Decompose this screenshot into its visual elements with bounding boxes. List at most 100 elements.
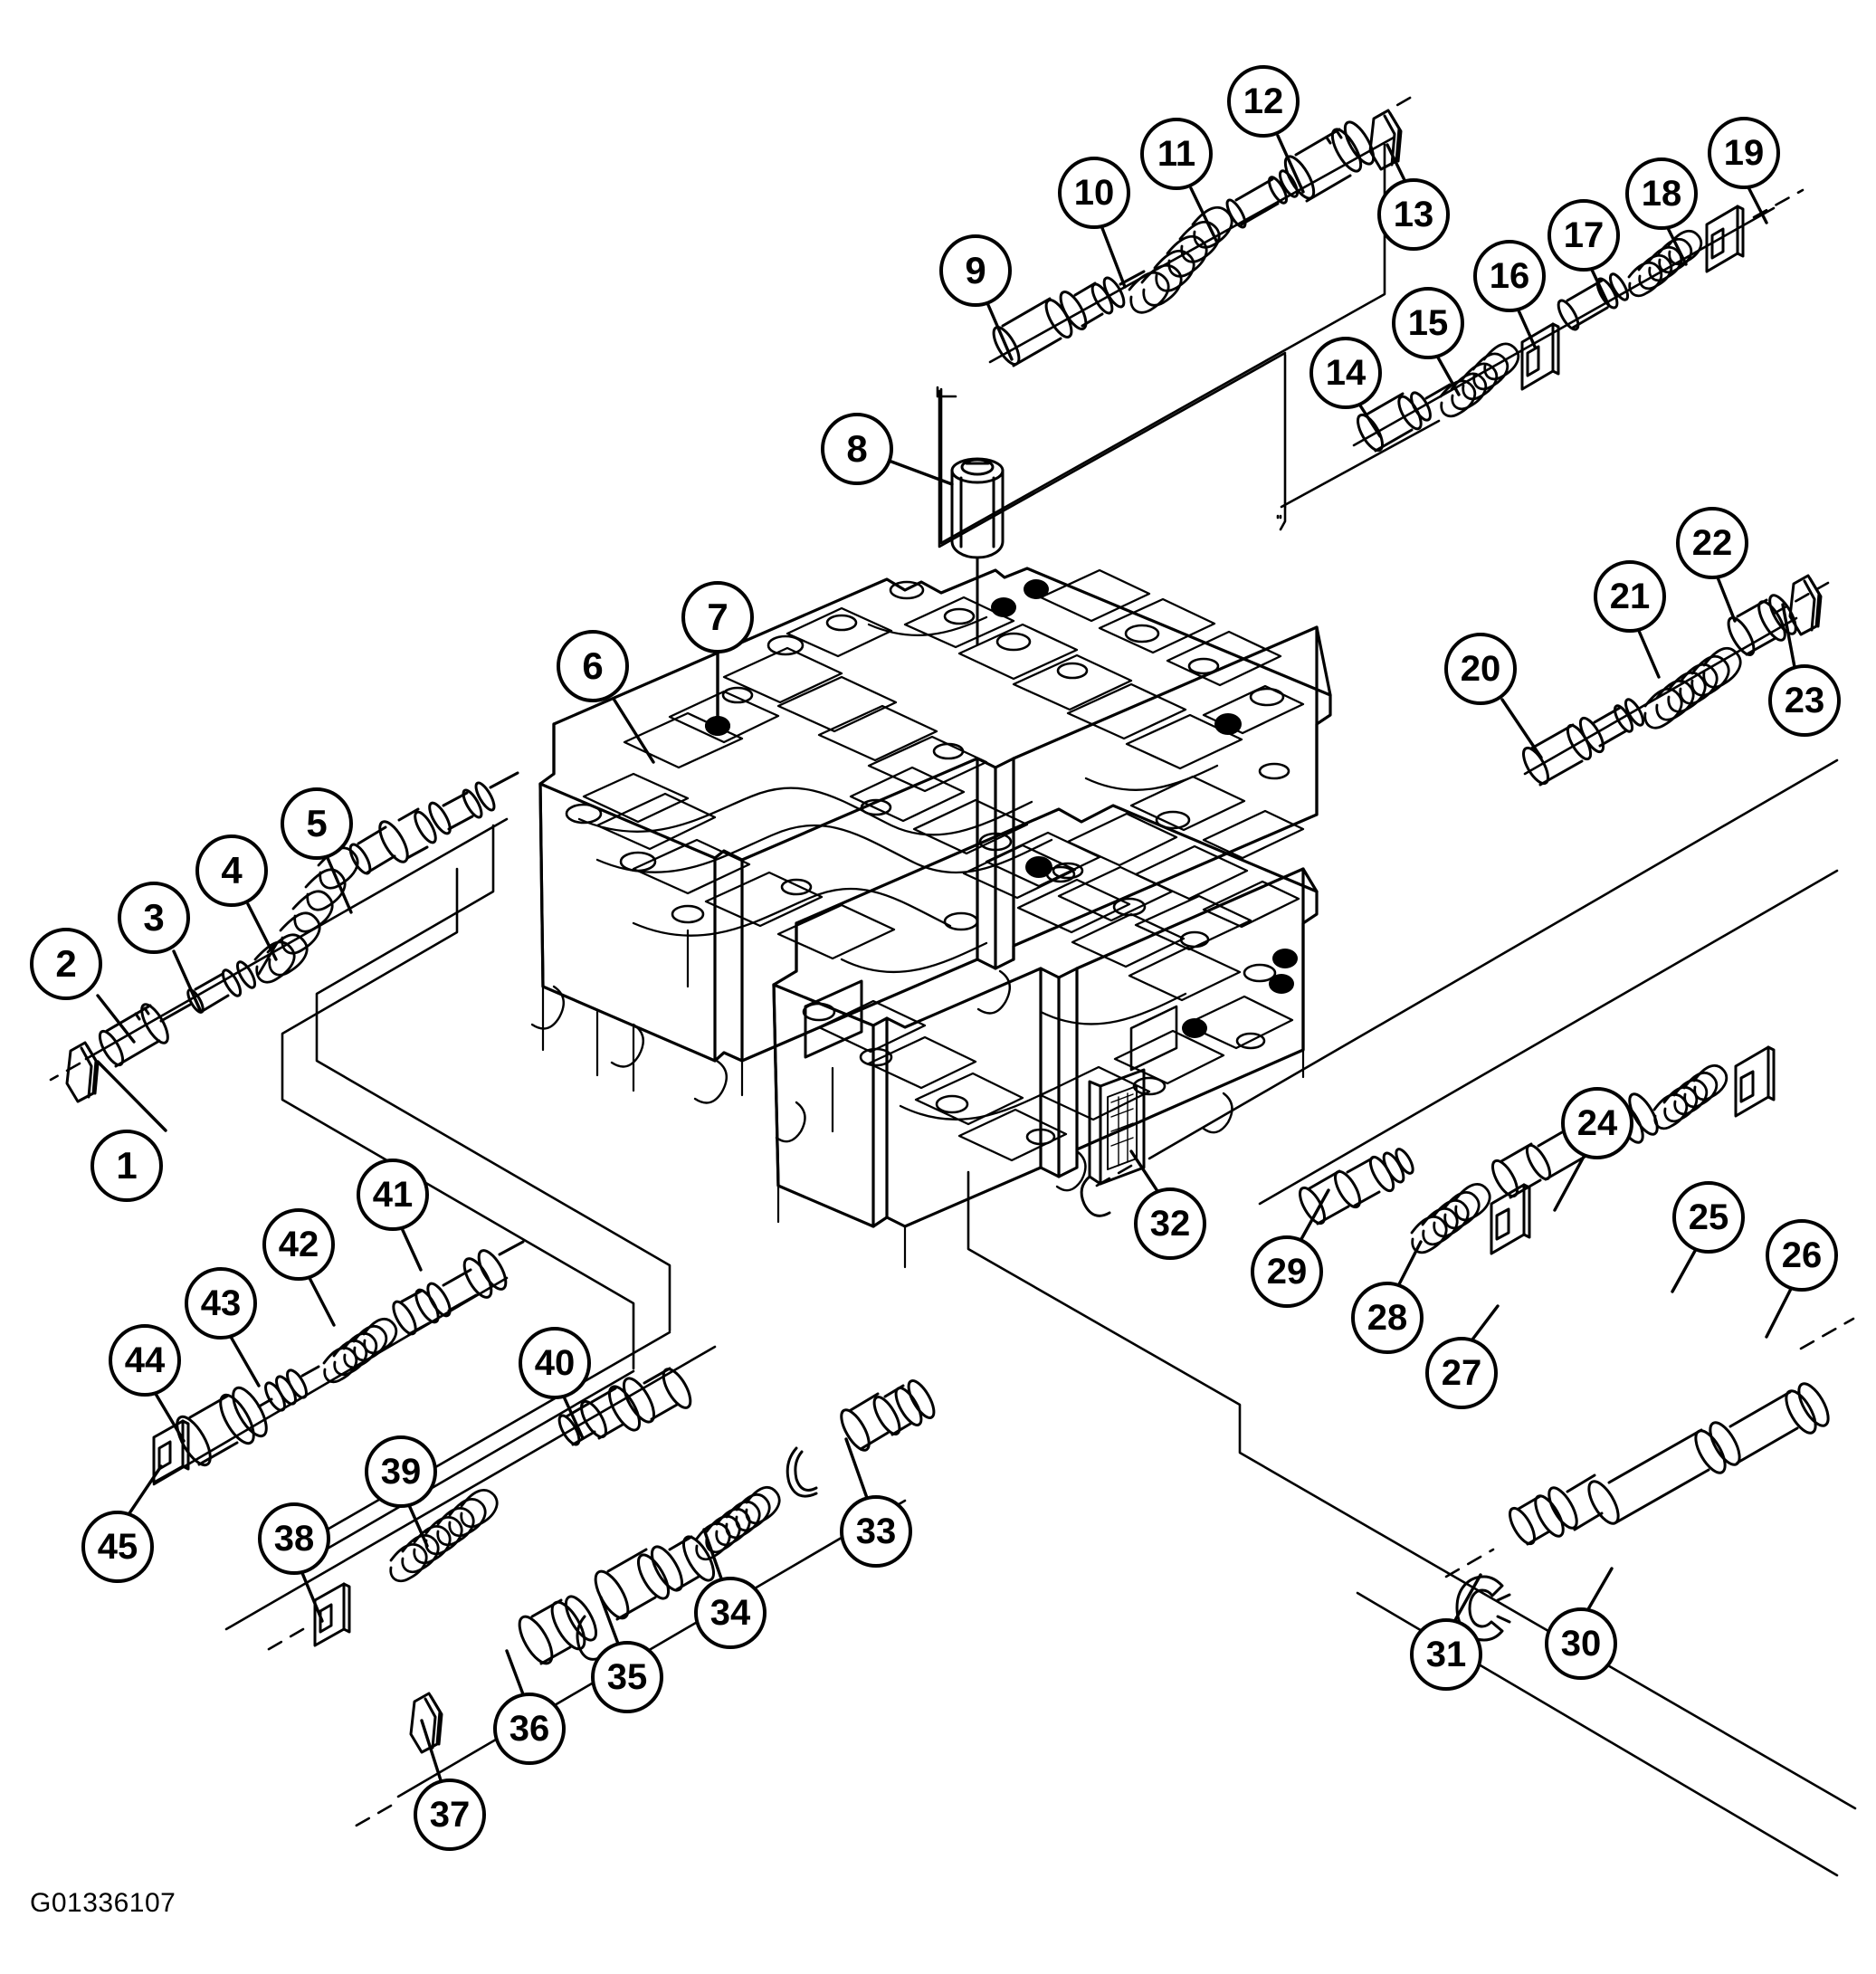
callout-5[interactable]: 5 [281, 787, 353, 860]
part-43-valve-spool [257, 1365, 320, 1412]
callout-number: 29 [1266, 1252, 1308, 1292]
callout-30[interactable]: 30 [1545, 1607, 1617, 1680]
callout-number: 40 [534, 1343, 576, 1383]
callout-number: 27 [1441, 1353, 1482, 1393]
callout-number: 19 [1723, 133, 1765, 173]
part-12-bore-plug [1283, 120, 1376, 203]
callout-number: 38 [273, 1519, 315, 1559]
callout-number: 3 [143, 896, 165, 939]
part-group-30-31 [1455, 1382, 1830, 1642]
callout-36[interactable]: 36 [493, 1693, 566, 1765]
part-23-retainer-clip [1788, 574, 1823, 636]
callout-6[interactable]: 6 [557, 630, 629, 702]
callout-number: 30 [1560, 1624, 1602, 1664]
part-22-bore-plug [1727, 594, 1797, 656]
callout-13[interactable]: 13 [1377, 178, 1450, 251]
callout-33[interactable]: 33 [840, 1495, 912, 1568]
callout-34[interactable]: 34 [694, 1577, 767, 1649]
part-8-filter-plug [950, 457, 1005, 646]
callout-19[interactable]: 19 [1708, 117, 1780, 189]
callout-number: 18 [1641, 174, 1682, 214]
callout-22[interactable]: 22 [1676, 507, 1748, 579]
callout-number: 41 [372, 1175, 414, 1215]
upper-plate-bolt-holes [565, 580, 1290, 931]
callout-29[interactable]: 29 [1251, 1235, 1323, 1308]
callout-17[interactable]: 17 [1547, 199, 1620, 272]
part-27-separator-plate [1490, 1183, 1531, 1255]
callout-12[interactable]: 12 [1227, 65, 1300, 138]
callout-39[interactable]: 39 [365, 1435, 437, 1508]
callout-40[interactable]: 40 [519, 1327, 591, 1399]
callout-7[interactable]: 7 [681, 581, 754, 653]
callout-32[interactable]: 32 [1134, 1187, 1206, 1260]
part-2-bore-plug [98, 1003, 169, 1068]
part-45-separator-plate [152, 1419, 190, 1484]
callout-number: 6 [582, 644, 604, 687]
callout-3[interactable]: 3 [118, 882, 190, 954]
part-10-coil-spring [1128, 205, 1233, 314]
part-38-separator-plate [313, 1582, 351, 1647]
callout-number: 17 [1563, 215, 1605, 255]
callout-number: 43 [200, 1283, 242, 1323]
callout-24[interactable]: 24 [1561, 1087, 1633, 1159]
callout-31[interactable]: 31 [1410, 1618, 1482, 1691]
callout-number: 8 [846, 427, 868, 470]
callout-37[interactable]: 37 [414, 1779, 486, 1851]
callout-41[interactable]: 41 [357, 1159, 429, 1231]
callout-16[interactable]: 16 [1473, 240, 1546, 312]
callout-35[interactable]: 35 [591, 1641, 663, 1713]
callout-number: 10 [1073, 173, 1115, 213]
callout-15[interactable]: 15 [1392, 287, 1464, 359]
callout-1[interactable]: 1 [90, 1130, 163, 1202]
part-32-screen-filter [1080, 1068, 1146, 1217]
callout-2[interactable]: 2 [30, 928, 102, 1000]
casting-skirt-ribs [530, 969, 1233, 1192]
callout-42[interactable]: 42 [262, 1208, 335, 1281]
part-37-retainer-clip [409, 1692, 443, 1754]
callout-28[interactable]: 28 [1351, 1282, 1424, 1354]
callout-number: 45 [97, 1527, 138, 1567]
callout-14[interactable]: 14 [1309, 337, 1382, 409]
part-group-41-45 [152, 1240, 525, 1484]
callout-number: 9 [965, 249, 986, 291]
callout-number: 37 [429, 1795, 471, 1835]
callout-43[interactable]: 43 [185, 1267, 257, 1340]
callout-4[interactable]: 4 [195, 834, 268, 907]
part-16-separator-plate [1520, 322, 1560, 391]
callout-number: 5 [306, 802, 328, 844]
part-6-7-markers [705, 716, 730, 736]
callout-18[interactable]: 18 [1625, 157, 1698, 230]
callout-23[interactable]: 23 [1768, 664, 1841, 737]
callout-45[interactable]: 45 [81, 1511, 154, 1583]
callout-20[interactable]: 20 [1444, 633, 1517, 705]
callout-number: 35 [606, 1657, 648, 1697]
callout-9[interactable]: 9 [939, 234, 1012, 307]
valve-body-casting [538, 567, 1332, 1228]
callout-27[interactable]: 27 [1425, 1337, 1498, 1409]
callout-number: 28 [1367, 1298, 1408, 1338]
callout-number: 36 [509, 1709, 550, 1749]
part-41-valve-spool [392, 1240, 525, 1336]
callout-21[interactable]: 21 [1594, 560, 1666, 633]
callout-number: 31 [1425, 1635, 1467, 1674]
callout-44[interactable]: 44 [109, 1324, 181, 1397]
callout-number: 23 [1784, 681, 1825, 720]
part-42-coil-spring [322, 1317, 398, 1384]
part-group-38-40 [313, 1367, 692, 1647]
callout-number: 12 [1243, 81, 1284, 121]
callout-26[interactable]: 26 [1766, 1219, 1838, 1292]
part-40-valve-spool [557, 1367, 692, 1446]
part-28-coil-spring [1410, 1183, 1491, 1254]
callout-8[interactable]: 8 [821, 413, 893, 485]
callout-number: 7 [707, 596, 728, 638]
part-18-coil-spring [1627, 229, 1703, 298]
callout-10[interactable]: 10 [1058, 157, 1130, 229]
callout-number: 11 [1157, 134, 1196, 174]
part-36-valve-spool-end [518, 1595, 605, 1665]
callout-number: 22 [1691, 523, 1733, 563]
callout-25[interactable]: 25 [1672, 1181, 1745, 1254]
part-group-33-37 [409, 1379, 936, 1754]
callout-38[interactable]: 38 [258, 1502, 330, 1575]
callout-11[interactable]: 11 [1140, 118, 1213, 190]
callout-number: 2 [55, 942, 77, 985]
